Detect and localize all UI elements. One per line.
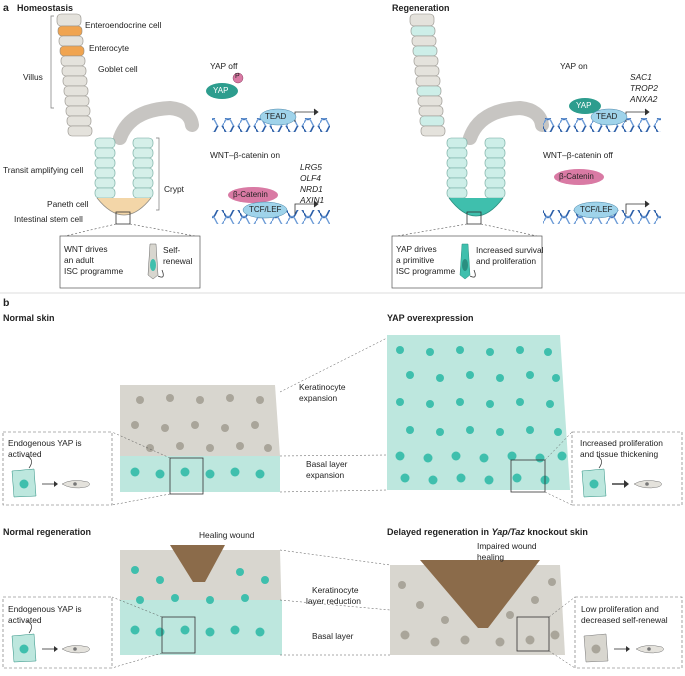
normal-skin-callout-2: activated — [8, 449, 42, 459]
dna-strand-icon — [212, 118, 330, 132]
homeostasis-villus-crypt — [56, 13, 199, 225]
normal-skin-tissue — [120, 385, 280, 495]
tead-icon — [590, 108, 628, 126]
healing-wound-icon — [170, 545, 225, 582]
isc-label: Intestinal stem cell — [14, 214, 83, 224]
phospho-label: P — [235, 73, 240, 80]
yap-protein-icon — [206, 83, 238, 99]
normal-skin-callout-1: Endogenous YAP is — [8, 438, 82, 448]
yap-protein-icon — [569, 98, 601, 114]
yap-off-label: YAP off — [210, 61, 238, 71]
keratinocyte-reduction-1: Keratinocyte — [312, 585, 359, 595]
impaired-wound-icon — [420, 560, 540, 628]
regen-box-line-3: ISC programme — [396, 266, 456, 276]
wnt-gene-4: AXIN1 — [300, 195, 325, 205]
impaired-wound-label-1: Impaired wound — [477, 541, 537, 551]
wnt-gene-1: LRG5 — [300, 162, 322, 172]
delayed-regeneration-tissue — [390, 560, 565, 655]
yap-gene-2: TROP2 — [630, 83, 658, 93]
beta-catenin-label: β-Catenin — [233, 190, 268, 199]
panel-b-letter: b — [3, 297, 10, 309]
normal-regen-title: Normal regeneration — [3, 527, 92, 537]
yap-gene-1: SAC1 — [630, 72, 652, 82]
tcf-lef-label: TCF/LEF — [249, 205, 282, 214]
homeo-box-side-2: renewal — [163, 256, 193, 266]
homeo-box-line-2: an adult — [64, 255, 94, 265]
regen-box-line-2: a primitive — [396, 255, 435, 265]
wnt-on-label: WNT–β-catenin on — [210, 150, 280, 160]
villus-label: Villus — [23, 72, 43, 82]
regen-box-side-2: and proliferation — [476, 256, 537, 266]
transit-label: Transit amplifying cell — [3, 165, 84, 175]
enterocyte-label: Enterocyte — [89, 43, 130, 53]
tead-label: TEAD — [265, 112, 287, 121]
yap-over-callout-2: and tissue thickening — [580, 449, 659, 459]
keratinocyte-expansion-2: expansion — [299, 393, 338, 403]
basal-layer-label: Basal layer — [312, 631, 354, 641]
panel-a-letter: a — [3, 2, 9, 14]
keratinocyte-expansion-1: Keratinocyte — [299, 382, 346, 392]
delayed-title: Delayed regeneration in Yap/Taz knockout… — [387, 527, 588, 537]
yap-on-label: YAP on — [560, 61, 588, 71]
yap-over-title: YAP overexpression — [387, 313, 474, 323]
homeo-box-line-3: ISC programme — [64, 266, 124, 276]
wnt-gene-3: NRD1 — [300, 184, 323, 194]
homeostasis-isc-box — [59, 235, 201, 289]
homeostasis-title: Homeostasis — [17, 3, 74, 13]
yap-overexpression-tissue — [387, 335, 570, 493]
tcf-lef-icon — [573, 201, 619, 219]
yap-gene-3: ANXA2 — [630, 94, 658, 104]
normal-regen-callout-2: activated — [8, 615, 42, 625]
phospho-icon — [232, 72, 244, 84]
goblet-label: Goblet cell — [98, 64, 138, 74]
basal-expansion-2: expansion — [306, 470, 345, 480]
paneth-label: Paneth cell — [47, 199, 89, 209]
homeo-box-line-1: WNT drives — [64, 244, 108, 254]
homeo-box-side-1: Self- — [163, 245, 181, 255]
wnt-off-label: WNT–β-catenin off — [543, 150, 613, 160]
impaired-wound-label-2: healing — [477, 552, 505, 562]
delayed-callout-1: Low proliferation and — [581, 604, 659, 614]
enteroendocrine-label: Enteroendocrine cell — [85, 20, 162, 30]
regeneration-villus-crypt — [409, 13, 549, 225]
regeneration-title: Regeneration — [392, 3, 450, 13]
regen-beta-catenin-label: β-Catenin — [559, 172, 594, 181]
basal-expansion-1: Basal layer — [306, 459, 348, 469]
dna-strand-icon — [543, 118, 661, 132]
regen-box-line-1: YAP drives — [396, 244, 437, 254]
regen-yap-label: YAP — [576, 101, 592, 110]
normal-skin-title: Normal skin — [3, 313, 55, 323]
healing-wound-label: Healing wound — [199, 530, 255, 540]
regen-box-side-1: Increased survival — [476, 245, 544, 255]
regen-tcf-lef-label: TCF/LEF — [580, 205, 613, 214]
crypt-label: Crypt — [164, 184, 185, 194]
tcf-lef-icon — [242, 201, 288, 219]
normal-regen-callout-1: Endogenous YAP is — [8, 604, 82, 614]
keratinocyte-reduction-2: layer reduction — [306, 596, 361, 606]
normal-regeneration-tissue — [120, 545, 282, 655]
tead-icon — [259, 108, 297, 126]
regen-tead-label: TEAD — [596, 112, 618, 121]
delayed-callout-2: decreased self-renewal — [581, 615, 668, 625]
wnt-gene-2: OLF4 — [300, 173, 321, 183]
yap-over-callout-1: Increased proliferation — [580, 438, 663, 448]
yap-label: YAP — [213, 86, 229, 95]
beta-catenin-icon — [228, 187, 278, 203]
beta-catenin-icon — [554, 169, 604, 185]
